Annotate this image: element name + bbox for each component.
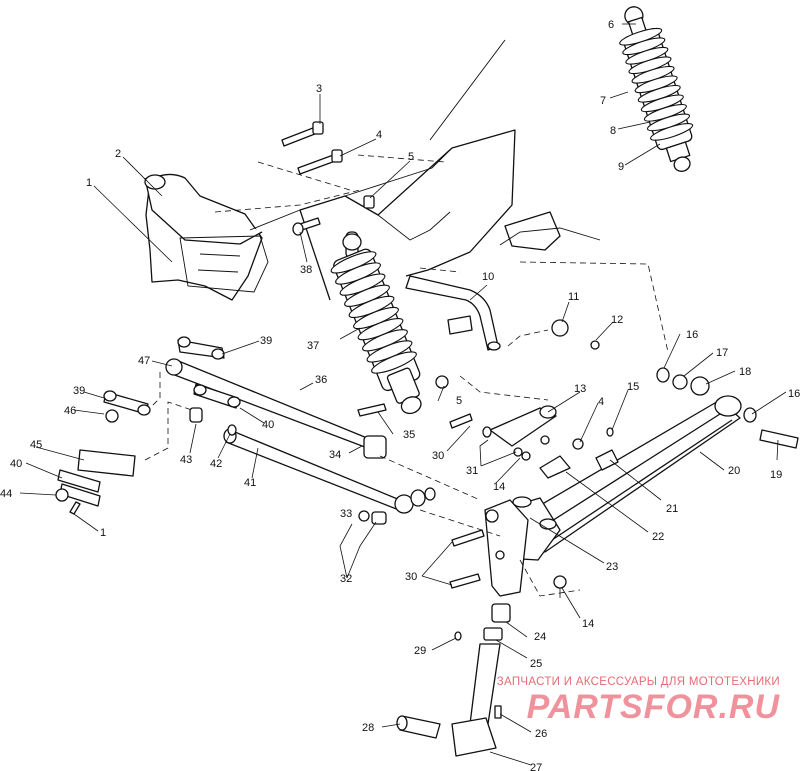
callout-numbers: 1 1 2 3 4 4 5 5 6 7 8 9 10 11 12 13 14 1… bbox=[0, 19, 800, 771]
callout-24: 24 bbox=[534, 631, 546, 643]
assembly-guides bbox=[379, 329, 581, 597]
callout-14: 14 bbox=[582, 618, 594, 630]
callout-1: 1 bbox=[100, 527, 106, 539]
steering-hardware bbox=[357, 319, 799, 641]
watermark-caption: ЗАПЧАСТИ И АКСЕССУАРЫ ДЛЯ МОТОТЕХНИКИ bbox=[496, 676, 780, 688]
callout-13: 13 bbox=[574, 383, 586, 395]
callout-15: 15 bbox=[627, 381, 639, 393]
callout-20: 20 bbox=[728, 465, 740, 477]
callout-37: 37 bbox=[307, 340, 319, 352]
callout-16: 16 bbox=[686, 329, 698, 341]
callout-39: 39 bbox=[73, 385, 85, 397]
callout-1: 1 bbox=[86, 177, 92, 189]
callout-17: 17 bbox=[716, 347, 728, 359]
callout-6: 6 bbox=[608, 19, 614, 31]
callout-31: 31 bbox=[466, 465, 478, 477]
callout-32: 32 bbox=[340, 573, 352, 585]
callout-39: 39 bbox=[260, 335, 272, 347]
callout-41: 41 bbox=[244, 477, 256, 489]
callout-5: 5 bbox=[408, 151, 414, 163]
spindle bbox=[396, 496, 532, 757]
callout-5: 5 bbox=[456, 395, 462, 407]
watermark-brand: PARTSFOR.RU bbox=[526, 688, 780, 726]
callout-34: 34 bbox=[329, 449, 341, 461]
callout-36: 36 bbox=[315, 374, 327, 386]
torsion-tube bbox=[405, 275, 501, 351]
callout-23: 23 bbox=[606, 561, 618, 573]
callout-11: 11 bbox=[568, 291, 579, 303]
callout-22: 22 bbox=[652, 531, 664, 543]
callout-12: 12 bbox=[611, 314, 623, 326]
callout-25: 25 bbox=[530, 658, 542, 670]
callout-33: 33 bbox=[340, 508, 352, 520]
radius-rods bbox=[103, 336, 436, 514]
callout-3: 3 bbox=[316, 83, 322, 95]
callout-38: 38 bbox=[300, 264, 312, 276]
watermark: ЗАПЧАСТИ И АКСЕССУАРЫ ДЛЯ МОТОТЕХНИКИ PA… bbox=[497, 676, 780, 726]
shock-absorber-detail bbox=[619, 6, 694, 172]
callout-10: 10 bbox=[482, 271, 494, 283]
callout-21: 21 bbox=[666, 503, 678, 515]
bolts-top bbox=[281, 121, 375, 236]
callout-47: 47 bbox=[138, 355, 150, 367]
callout-40: 40 bbox=[262, 419, 274, 431]
callout-26: 26 bbox=[535, 728, 547, 740]
callout-42: 42 bbox=[210, 458, 222, 470]
callout-30: 30 bbox=[405, 571, 417, 583]
callout-29: 29 bbox=[414, 645, 426, 657]
callout-28: 28 bbox=[362, 722, 374, 734]
leader-lines bbox=[19, 23, 787, 766]
callout-16: 16 bbox=[788, 388, 800, 400]
callout-27: 27 bbox=[530, 762, 542, 771]
callout-35: 35 bbox=[403, 429, 415, 441]
callout-8: 8 bbox=[610, 125, 616, 137]
chassis-frame bbox=[144, 39, 669, 353]
callout-40: 40 bbox=[10, 458, 22, 470]
callout-14: 14 bbox=[493, 481, 505, 493]
callout-4: 4 bbox=[598, 396, 604, 408]
shock-absorber-main bbox=[330, 231, 422, 415]
callout-7: 7 bbox=[600, 95, 606, 107]
callout-4: 4 bbox=[376, 129, 382, 141]
callout-46: 46 bbox=[64, 405, 76, 417]
bracket-small-parts bbox=[55, 372, 237, 515]
callout-43: 43 bbox=[180, 454, 192, 466]
callout-44: 44 bbox=[0, 488, 12, 500]
callout-19: 19 bbox=[770, 469, 782, 481]
callout-30: 30 bbox=[432, 450, 444, 462]
callout-2: 2 bbox=[115, 148, 121, 160]
callout-9: 9 bbox=[618, 161, 624, 173]
callout-18: 18 bbox=[739, 366, 751, 378]
callout-45: 45 bbox=[30, 439, 42, 451]
